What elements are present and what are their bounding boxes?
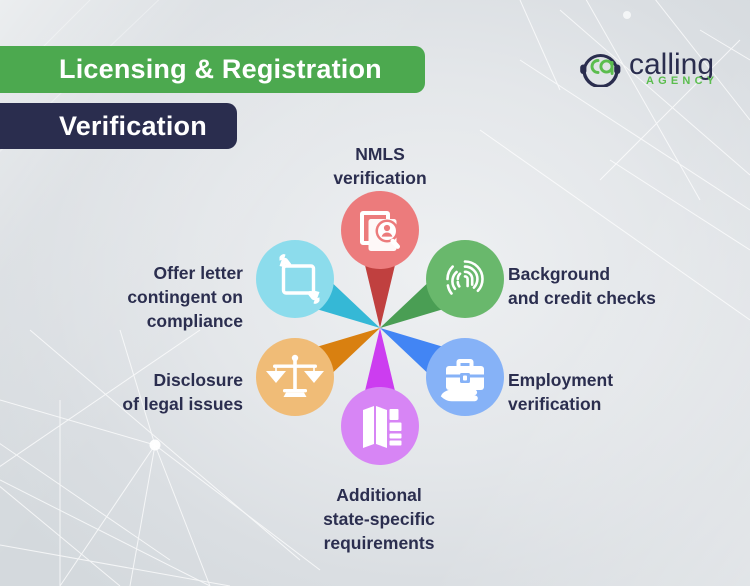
document-person-search-icon xyxy=(360,211,400,251)
briefcase-on-hand-icon xyxy=(440,359,484,402)
fingerprint-icon xyxy=(446,260,484,295)
label-nmls-verification: NMLS verification xyxy=(333,144,427,189)
petal-diagram xyxy=(235,178,525,478)
page-title-secondary: Verification xyxy=(0,103,237,149)
page-title-primary: Licensing & Registration xyxy=(0,46,425,93)
petal-head-additional[interactable] xyxy=(341,387,419,465)
network-node xyxy=(149,439,161,451)
petal-head-disclosure[interactable] xyxy=(256,338,334,416)
brand-logo[interactable]: calling AGENCY xyxy=(578,47,750,89)
folded-map-icon xyxy=(363,406,402,448)
label-background-and-credit-checks: Background and credit checks xyxy=(508,264,656,309)
petal-head-background[interactable] xyxy=(426,240,504,318)
brand-wordmark: calling AGENCY xyxy=(629,48,718,87)
petal-head-offer[interactable] xyxy=(256,240,334,318)
logo-word-sub: AGENCY xyxy=(646,75,718,87)
title-block: Licensing & Registration Verification xyxy=(0,46,425,149)
label-employment-verification: Employment verification xyxy=(508,370,614,415)
petal-head-nmls[interactable] xyxy=(341,191,419,269)
network-node xyxy=(623,11,631,19)
petal-head-employment[interactable] xyxy=(426,338,504,416)
hand-over-document-icon xyxy=(279,254,320,304)
label-offer-letter-contingent-on-compliance: Offer letter contingent on compliance xyxy=(127,263,243,332)
scales-of-justice-icon xyxy=(266,354,324,397)
label-additional-state-specific-requirements: Additional state-specific requirements xyxy=(323,485,435,554)
logo-word-main: calling xyxy=(629,48,714,81)
calling-agency-headset-icon xyxy=(580,53,621,87)
label-disclosure-of-legal-issues: Disclosure of legal issues xyxy=(122,370,243,415)
